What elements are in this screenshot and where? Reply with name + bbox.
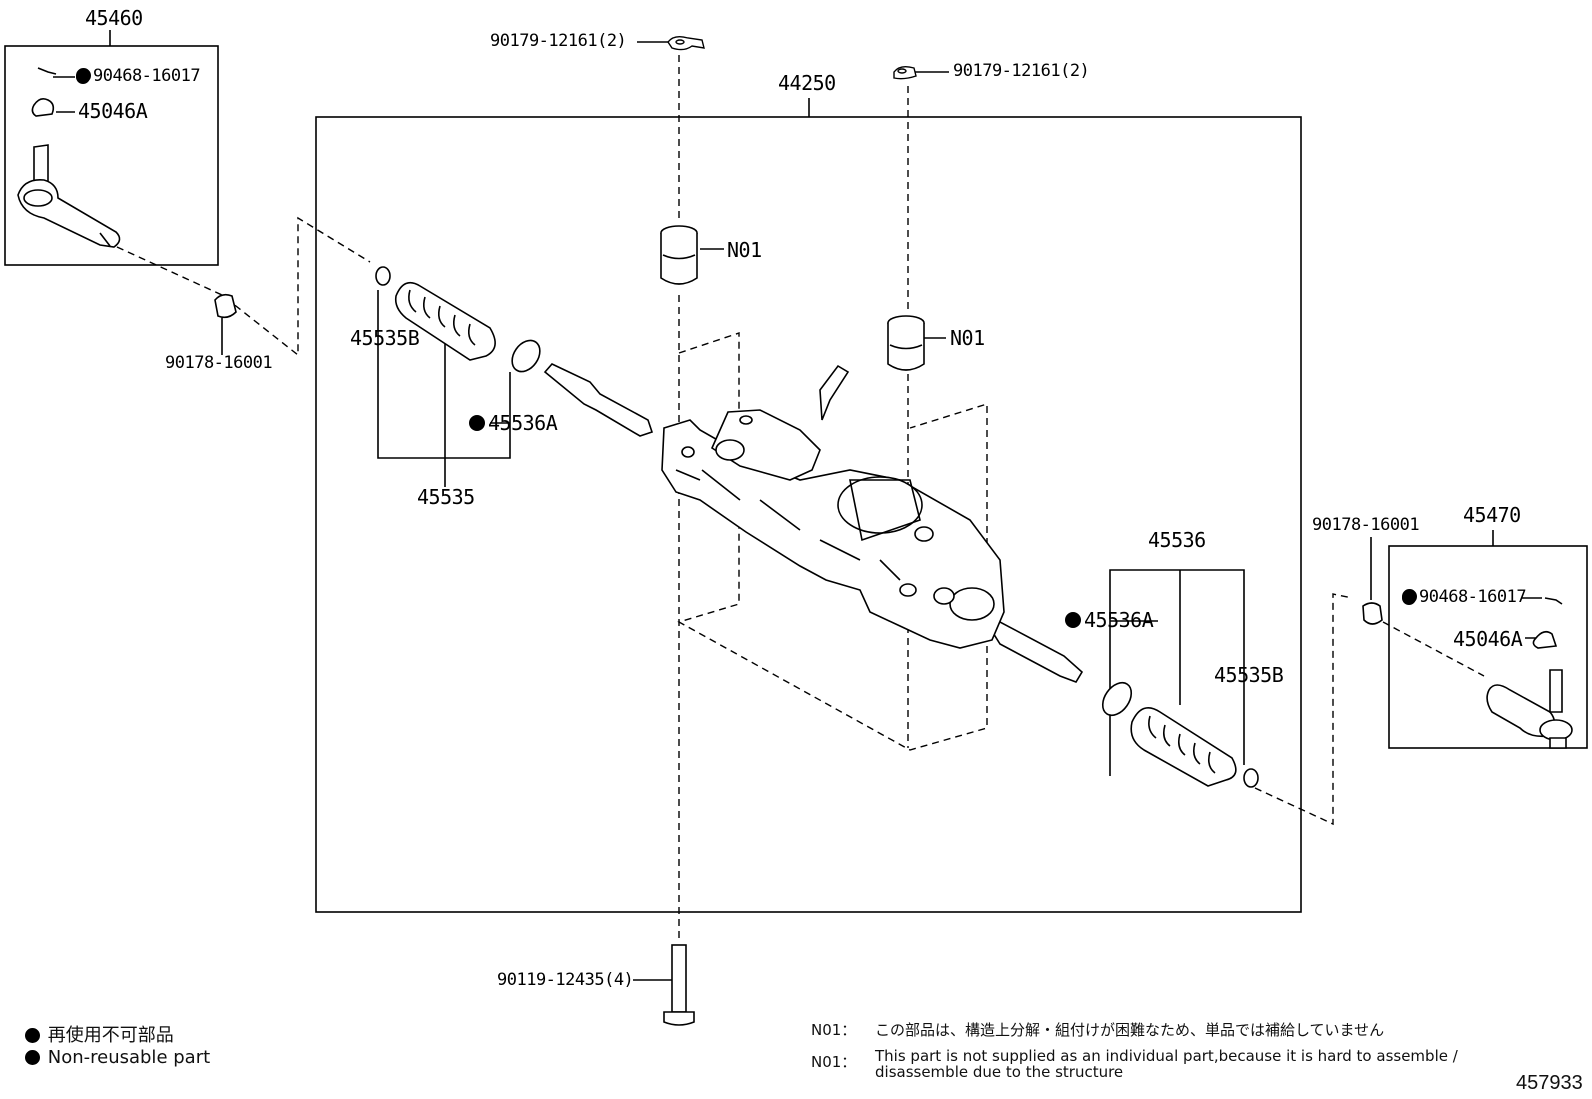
boot-left-shape <box>375 266 541 373</box>
label-bolt-right-text: 90468-16017 <box>1419 587 1527 607</box>
legend-jp-text: 再使用不可部品 <box>47 1025 174 1046</box>
label-nut-right[interactable]: 90178-16001 <box>1312 515 1420 535</box>
label-clamp-right[interactable]: 45536A <box>1084 608 1154 632</box>
label-nut-left[interactable]: 90178-16001 <box>165 353 273 373</box>
note-jp: この部品は、構造上分解・組付けが困難なため、単品では補給していません <box>875 1021 1385 1039</box>
label-bushing-right[interactable]: N01 <box>950 326 985 350</box>
label-assy-left[interactable]: 45460 <box>85 6 143 30</box>
label-bolt-top-left[interactable]: 90179-12161(2) <box>490 31 627 51</box>
note-en-line1: This part is not supplied as an individu… <box>875 1047 1458 1065</box>
label-assy-right[interactable]: 45470 <box>1463 503 1521 527</box>
tie-rod-end-left-frame <box>4 45 219 266</box>
label-boot-right[interactable]: 45536 <box>1148 528 1206 552</box>
legend-jp: 再使用不可部品 <box>25 1021 174 1047</box>
note-code-en: N01： <box>811 1053 857 1071</box>
legend-en-text: Non-reusable part <box>47 1047 211 1068</box>
label-boot-left[interactable]: 45535 <box>417 485 475 509</box>
label-cap-right[interactable]: 45046A <box>1453 627 1523 651</box>
illustration-number: 457933 <box>1516 1072 1583 1094</box>
label-clip-boot-left[interactable]: 45535B <box>350 326 420 350</box>
note-code-jp: N01： <box>811 1021 857 1039</box>
nut-right-shape <box>1362 602 1383 625</box>
label-bolt-left-text: 90468-16017 <box>93 66 201 86</box>
note-en-line2: disassemble due to the structure <box>875 1063 1124 1081</box>
tie-rod-end-right-frame <box>1388 545 1588 749</box>
label-bolt-bottom[interactable]: 90119-12435(4) <box>497 970 634 990</box>
bolt-bottom-shape <box>663 944 695 1026</box>
label-clip-boot-right[interactable]: 45535B <box>1214 663 1284 687</box>
label-bolt-right[interactable]: 90468-16017 <box>1402 587 1527 607</box>
label-bolt-left[interactable]: 90468-16017 <box>76 66 201 86</box>
nut-left-shape <box>214 293 237 319</box>
label-bolt-top-right[interactable]: 90179-12161(2) <box>953 61 1090 81</box>
label-cap-left[interactable]: 45046A <box>78 99 148 123</box>
non-reusable-dot-icon <box>1402 589 1417 604</box>
boot-right-shape <box>1101 681 1259 788</box>
label-gear-assy[interactable]: 44250 <box>778 71 836 95</box>
steering-gear-body <box>543 363 1084 683</box>
legend-en: Non-reusable part <box>25 1047 210 1068</box>
non-reusable-dot-icon <box>25 1028 40 1043</box>
non-reusable-dot-icon <box>76 68 91 83</box>
tie-rod-end-left-shape <box>17 67 121 248</box>
label-clamp-left[interactable]: 45536A <box>488 411 558 435</box>
non-reusable-dot-icon <box>25 1050 40 1065</box>
label-bushing-left[interactable]: N01 <box>727 238 762 262</box>
tie-rod-end-right-shape <box>1486 597 1573 749</box>
bushings <box>660 225 925 371</box>
